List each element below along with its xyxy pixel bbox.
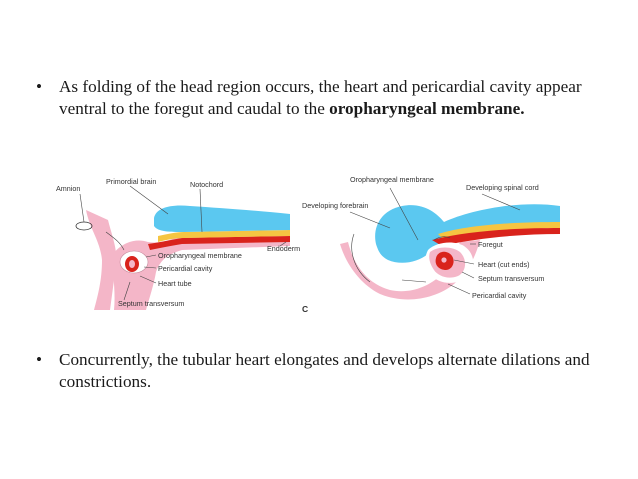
bullet-text-bold: oropharyngeal membrane. [329, 98, 525, 118]
notochord-layer [158, 230, 290, 242]
label-foregut: Foregut [478, 240, 503, 249]
label-heart-cut-ends: Heart (cut ends) [478, 260, 530, 269]
fold-arrow [433, 236, 451, 241]
label-heart-tube: Heart tube [158, 279, 192, 288]
bullet-text-plain: As folding of the head region occurs, th… [59, 77, 582, 118]
endoderm-layer-right [432, 228, 560, 246]
endoderm-layer [148, 236, 290, 250]
mesoderm-tissue-right [340, 240, 480, 300]
label-primordial-brain: Primordial brain [106, 177, 156, 186]
fold-arrow [351, 233, 371, 283]
label-notochord: Notochord [190, 180, 223, 189]
bullet-1: • As folding of the head region occurs, … [36, 76, 611, 119]
panel-letter: C [302, 304, 308, 314]
label-endoderm: Endoderm [267, 244, 300, 253]
fold-arrow [105, 231, 125, 251]
label-oropharyngeal-membrane-right: Oropharyngeal membrane [350, 175, 434, 184]
heart-lumen [129, 260, 135, 268]
right-panel: Oropharyngeal membrane Developing spinal… [302, 175, 560, 314]
leader-line [349, 211, 391, 229]
leader-line [123, 281, 131, 301]
bullet-symbol: • [36, 77, 43, 96]
fold-arrow [401, 279, 427, 283]
label-developing-spinal-cord: Developing spinal cord [466, 183, 539, 192]
label-developing-forebrain: Developing forebrain [302, 201, 368, 210]
label-septum-transversum-left: Septum transversum [118, 299, 184, 308]
bullet-2: • Concurrently, the tubular heart elonga… [36, 349, 611, 392]
leader-line [279, 241, 287, 247]
leader-line [143, 266, 157, 269]
heart-lumen-right [441, 257, 447, 263]
bullet-text: As folding of the head region occurs, th… [59, 76, 611, 119]
leader-line [199, 188, 203, 233]
left-panel: Amnion Primordial brain Notochord Endode… [56, 177, 300, 310]
leader-line [453, 259, 475, 265]
label-oropharyngeal-membrane-left: Oropharyngeal membrane [158, 251, 242, 260]
leader-line [79, 193, 85, 223]
notochord-layer-right [438, 222, 560, 240]
amnion-loop [75, 221, 93, 231]
leader-line [481, 193, 521, 211]
leader-line [461, 271, 475, 279]
leader-line [139, 275, 157, 284]
leader-line [145, 254, 157, 258]
label-pericardial-cavity-left: Pericardial cavity [158, 264, 213, 273]
bullet-symbol: • [36, 350, 43, 369]
leader-line [447, 283, 471, 295]
bullet-text: Concurrently, the tubular heart elongate… [59, 350, 590, 391]
mesoderm-tissue [112, 234, 290, 310]
leader-line [129, 185, 169, 215]
neural-tube-right [375, 204, 560, 263]
label-pericardial-cavity-right: Pericardial cavity [472, 291, 527, 300]
embryo-diagram: Amnion Primordial brain Notochord Endode… [56, 175, 560, 314]
neural-tube [154, 205, 290, 232]
leader-line [389, 187, 419, 241]
amnion-tissue [86, 210, 117, 310]
label-septum-transversum-right: Septum transversum [478, 274, 544, 283]
embryo-figure: Amnion Primordial brain Notochord Endode… [50, 170, 610, 320]
label-amnion: Amnion [56, 184, 80, 193]
